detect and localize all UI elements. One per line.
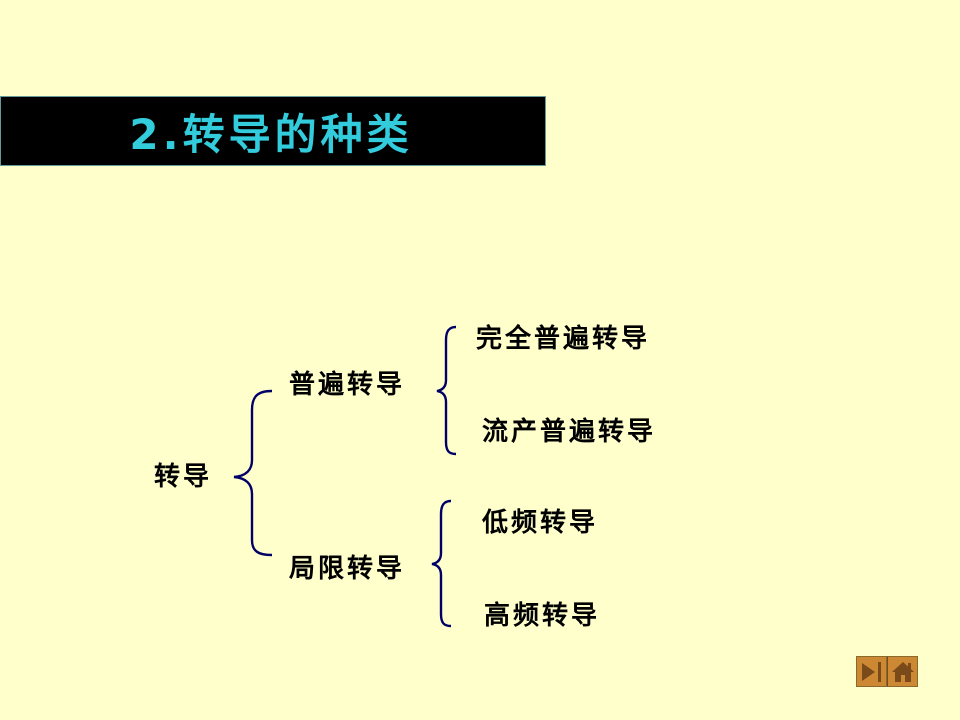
branch-specialized-transduction: 局限转导 (289, 554, 406, 584)
home-icon (891, 661, 914, 682)
lower-brace-icon (431, 499, 452, 628)
title-bar: 2.转导的种类 (0, 96, 546, 166)
slide-navigation (856, 656, 918, 687)
home-button[interactable] (887, 656, 918, 687)
upper-brace-icon (436, 325, 457, 456)
play-end-icon (861, 661, 881, 682)
main-brace-icon (233, 389, 273, 557)
leaf-high-frequency: 高频转导 (484, 601, 601, 631)
leaf-low-frequency: 低频转导 (482, 508, 599, 538)
leaf-complete-general: 完全普遍转导 (476, 324, 651, 354)
next-end-button[interactable] (856, 656, 887, 687)
branch-general-transduction: 普遍转导 (289, 370, 406, 400)
leaf-abortive-general: 流产普遍转导 (482, 417, 657, 447)
slide-title: 2.转导的种类 (129, 109, 413, 159)
tree-root: 转导 (154, 462, 213, 492)
